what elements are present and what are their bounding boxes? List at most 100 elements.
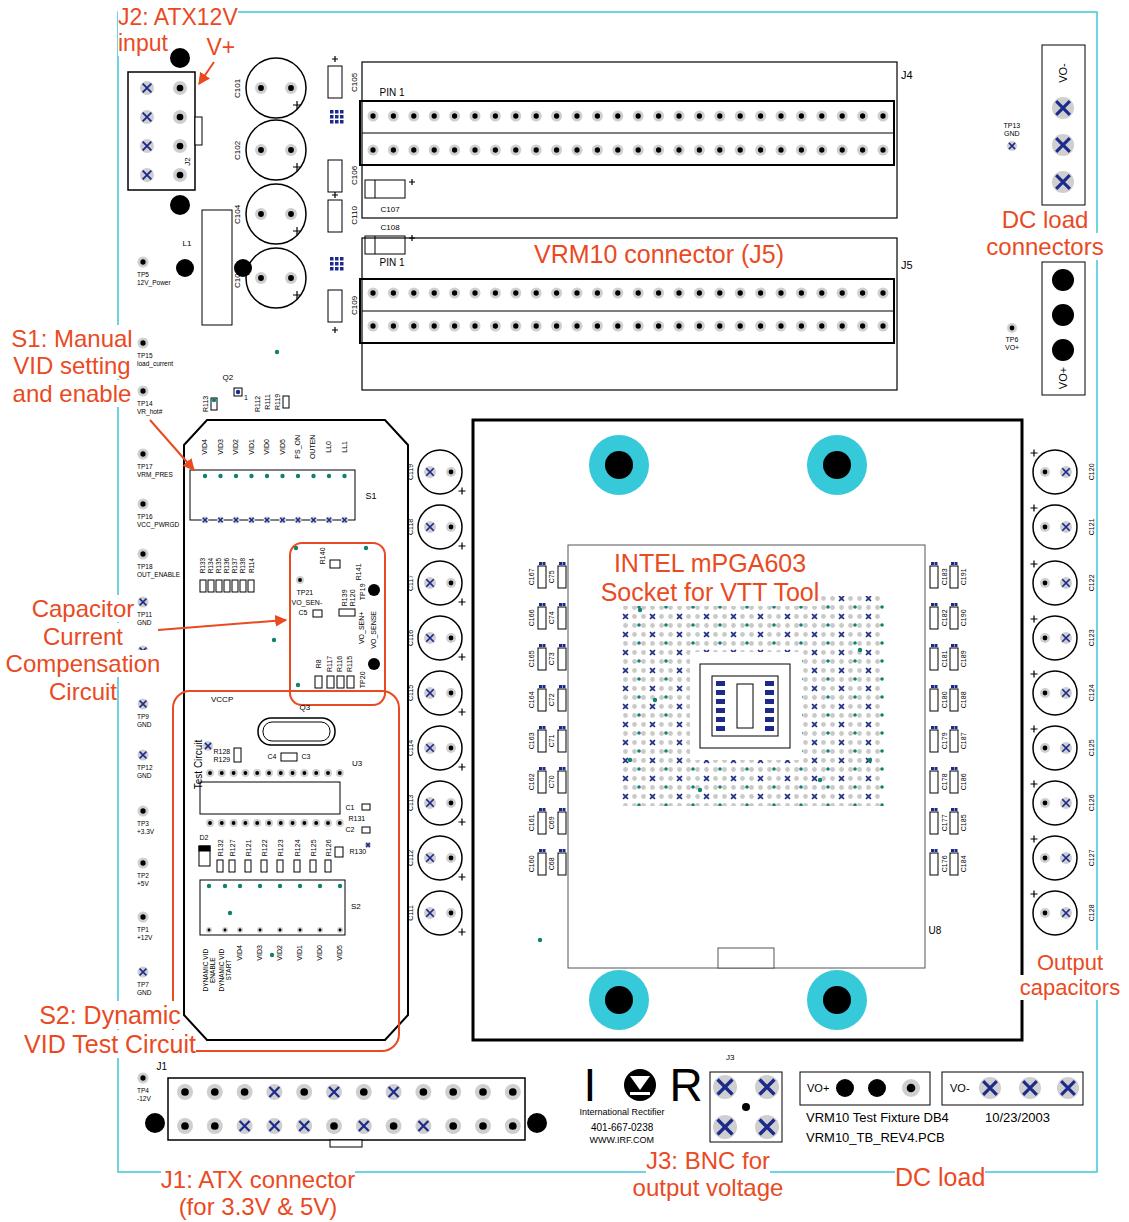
pin-hole (509, 1122, 517, 1130)
label-box: GND (1004, 130, 1020, 138)
pin-hole (697, 323, 702, 328)
pin-pad (277, 927, 283, 933)
pin-pad (470, 145, 481, 156)
silkscreen-label: GND (1004, 130, 1020, 137)
smd-pad (539, 726, 542, 729)
pin-pad (446, 633, 456, 643)
pad-cluster (330, 267, 334, 271)
label-box: C165 (527, 650, 535, 667)
smd-pad (765, 681, 774, 686)
label-box: TP19 (358, 583, 366, 600)
pin-hole (717, 113, 722, 118)
pad-cluster (335, 120, 339, 124)
label-box: VID2 (232, 439, 240, 455)
silkscreen-label: C164 (527, 691, 534, 708)
pin-hole (411, 290, 416, 295)
pin-cross (983, 1081, 997, 1095)
pin-pad (475, 1084, 491, 1100)
electrolytic-capacitor (246, 58, 306, 118)
via-dot (218, 474, 222, 478)
pin-pad (177, 1084, 193, 1100)
silkscreen-label: GND (137, 989, 151, 996)
pin-cross (1009, 143, 1015, 149)
silkscreen-label: VID1 (296, 945, 303, 961)
dip-switch (190, 470, 355, 520)
pin-pad (218, 819, 226, 827)
terminal-block (1042, 262, 1085, 395)
silkscreen-label: Q3 (300, 703, 311, 712)
label-box: C161 (527, 814, 535, 831)
label-box: R131 (349, 815, 366, 823)
pin-hole (615, 113, 620, 118)
pin-hole (778, 290, 783, 295)
pin-pad (755, 111, 766, 122)
pad-cluster (340, 115, 344, 119)
pin-pad (265, 769, 273, 777)
footprint-outline (930, 566, 938, 588)
silkscreen-label: 1 (244, 394, 248, 401)
via-dot (296, 683, 300, 687)
smd-pad (563, 644, 566, 647)
smd-pad (955, 767, 958, 770)
socket-outline (473, 420, 1022, 1040)
pin-hole (799, 147, 804, 152)
board-outline (118, 12, 1097, 1172)
label-box: VO+ (1005, 344, 1019, 352)
leader-arrow (199, 62, 214, 84)
label-box: V+ (207, 34, 236, 60)
pad-cluster (335, 267, 339, 271)
pin-pad (279, 517, 286, 524)
pin-pad (237, 927, 243, 933)
footprint-outline (950, 689, 958, 711)
pin-pad (206, 819, 214, 827)
silkscreen-label: 10/23/2003 (985, 1110, 1050, 1125)
pin-hole (220, 771, 224, 775)
label-box: S2: Dynamic VID Test Circuit (19, 1001, 201, 1059)
footprint-outline (538, 853, 546, 875)
polarity-mark (1031, 616, 1038, 623)
pin-hole (676, 147, 681, 152)
label-box: TP7 (137, 981, 149, 988)
pin-hole (819, 290, 824, 295)
pin-pad (857, 145, 868, 156)
pin-hole (258, 275, 264, 281)
center-component (712, 676, 778, 736)
pin-pad (755, 288, 766, 299)
connector-body (360, 279, 894, 343)
pin-hole (758, 113, 763, 118)
silkscreen-label: TP14 (137, 400, 153, 407)
pin-hole (140, 551, 145, 556)
pin-hole (860, 323, 865, 328)
pin-pad (612, 288, 623, 299)
callout-text: DC load (895, 1163, 985, 1191)
pin-pad (490, 145, 501, 156)
label-box: C115 (407, 685, 415, 701)
output-capacitor (418, 781, 462, 825)
label-box: C179 (940, 732, 948, 749)
connector-latch (330, 1140, 362, 1147)
pin-hole (452, 290, 457, 295)
smd-pad (935, 849, 938, 852)
pin-hole (697, 290, 702, 295)
pin-pad (230, 819, 238, 827)
pin-hole (656, 147, 661, 152)
footprint-outline (950, 812, 958, 834)
silkscreen-label: VID3 (256, 945, 263, 961)
label-box: DC load connectors (975, 206, 1115, 261)
pin-hole (220, 821, 224, 825)
label-box: load_current (137, 360, 173, 367)
mounting-hole (742, 1103, 750, 1111)
pin-hole (299, 929, 302, 932)
label-box: VRM10_TB_REV4.PCB (806, 1131, 945, 1145)
silkscreen-label: C117 (407, 575, 414, 591)
pin-cross (311, 518, 315, 522)
footprint-outline (328, 290, 342, 322)
pin-hole (880, 290, 885, 295)
pin-pad (218, 769, 226, 777)
smd-pad (955, 562, 958, 565)
mounting-hole (868, 1079, 886, 1097)
silkscreen-label: R132 (216, 839, 223, 856)
pin-pad (510, 288, 521, 299)
pin-pad (837, 111, 848, 122)
smd-pad (951, 808, 954, 811)
